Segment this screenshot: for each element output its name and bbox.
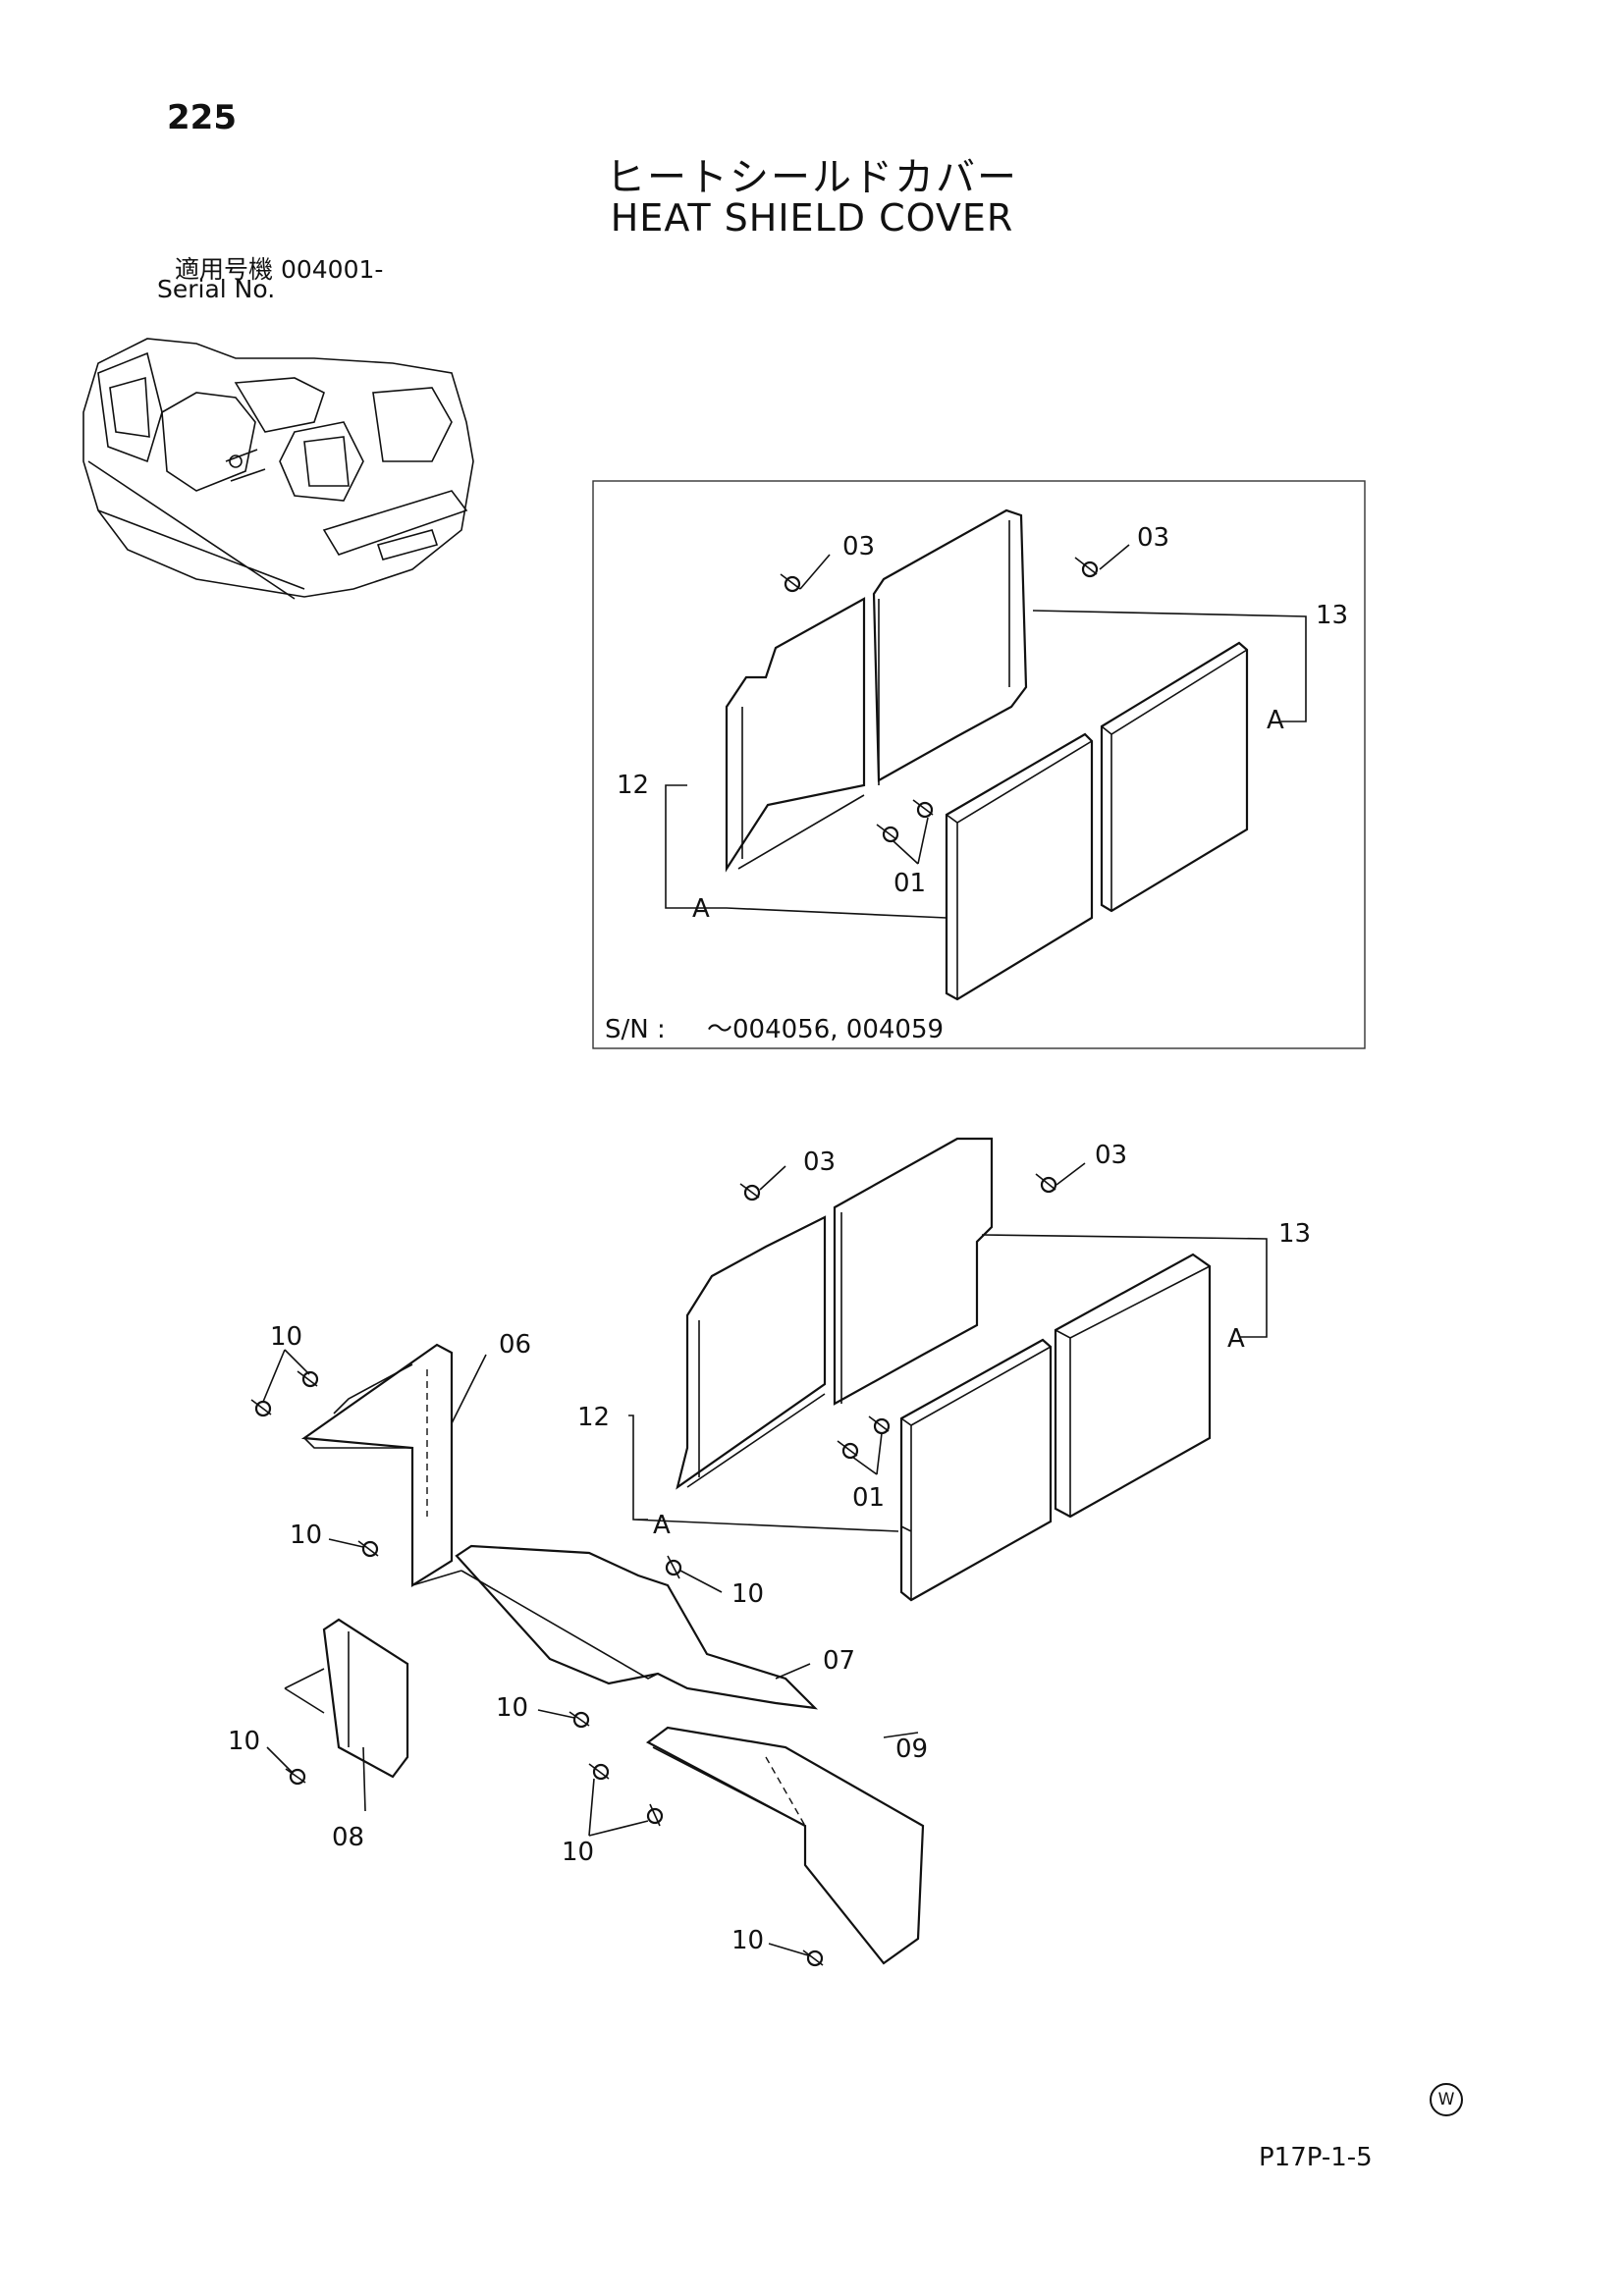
- inset-left-pad: [945, 732, 1094, 1001]
- inset-bolt-icon: [876, 824, 899, 843]
- footer-code: P17P-1-5: [1259, 2143, 1373, 2172]
- bracket-06: [300, 1343, 454, 1587]
- inset-bolt-icon: [780, 573, 801, 593]
- callout-10: 10: [496, 1693, 528, 1723]
- callout-10: 10: [731, 1579, 764, 1609]
- callout-01: 01: [893, 869, 926, 898]
- left-pad: [899, 1338, 1053, 1602]
- bolt-icon: [250, 1399, 272, 1417]
- inset-right-pad: [1100, 641, 1249, 913]
- bolt-icon: [357, 1540, 379, 1558]
- title-english: HEAT SHIELD COVER: [610, 196, 1014, 240]
- bolt-icon: [285, 1768, 306, 1786]
- excavator-location-sketch: [82, 338, 474, 600]
- callout-10: 10: [290, 1521, 322, 1550]
- inset-left-cover: [725, 597, 866, 873]
- page-number: 225: [167, 98, 237, 137]
- inset-frame: [592, 480, 1366, 1049]
- inset-bolt-icon: [1074, 557, 1099, 578]
- callout-01: 01: [852, 1483, 885, 1513]
- callout-06: 06: [499, 1330, 531, 1360]
- callout-13: 13: [1278, 1219, 1311, 1249]
- bracket-09: [645, 1726, 925, 1965]
- callout-10: 10: [270, 1322, 302, 1352]
- callout-12: 12: [617, 771, 649, 800]
- serial-label-japanese: 適用号機 004001-: [175, 255, 384, 284]
- callout-08: 08: [332, 1823, 364, 1852]
- serial-label-english: Serial No.: [157, 275, 276, 303]
- left-cover: [676, 1215, 827, 1490]
- right-cover: [833, 1137, 994, 1406]
- callout-09: 09: [895, 1735, 928, 1764]
- callout-03: 03: [842, 532, 875, 561]
- callout-10: 10: [562, 1838, 594, 1867]
- bolt-icon: [646, 1803, 664, 1827]
- callout-03: 03: [1095, 1141, 1127, 1170]
- callout-a: A: [1227, 1324, 1245, 1354]
- callout-03: 03: [803, 1148, 836, 1177]
- bolt-icon: [588, 1763, 610, 1781]
- inset-serial-label: S/N :: [605, 1015, 666, 1044]
- inset-right-cover: [872, 508, 1028, 785]
- bolt-icon: [1035, 1173, 1057, 1194]
- callout-13: 13: [1316, 601, 1348, 630]
- callout-10: 10: [228, 1727, 260, 1756]
- bolt-icon: [568, 1711, 590, 1729]
- bolt-icon: [868, 1415, 891, 1435]
- callout-10: 10: [731, 1926, 764, 1955]
- inset-bolt-icon: [912, 799, 934, 819]
- bolt-icon: [665, 1555, 682, 1579]
- inset-serial-value: ～004056, 004059: [707, 1015, 944, 1044]
- bolt-icon: [739, 1183, 761, 1201]
- callout-12: 12: [577, 1403, 610, 1432]
- callout-a: A: [653, 1511, 671, 1540]
- right-pad: [1054, 1253, 1212, 1519]
- callout-a: A: [692, 894, 710, 924]
- bracket-08: [284, 1618, 409, 1779]
- callout-03: 03: [1137, 523, 1169, 553]
- plate-07: [411, 1544, 819, 1710]
- bolt-icon: [837, 1440, 859, 1460]
- callout-07: 07: [823, 1646, 855, 1676]
- bolt-icon: [297, 1370, 319, 1388]
- bolt-icon: [802, 1949, 824, 1967]
- title-japanese: ヒートシールドカバー: [606, 155, 1018, 200]
- watermark-symbol: W: [1430, 2083, 1463, 2116]
- callout-a: A: [1267, 706, 1284, 735]
